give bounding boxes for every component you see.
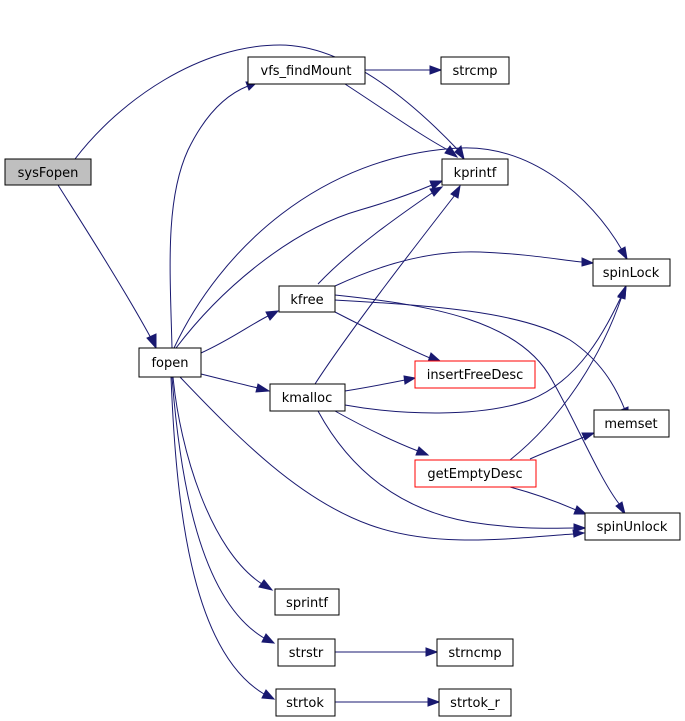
node-sysfopen-label: sysFopen [18, 166, 79, 181]
edge-getemptydesc-spinunlock [509, 486, 588, 515]
node-kmalloc-label: kmalloc [282, 391, 332, 406]
node-sprintf[interactable]: sprintf [274, 588, 340, 616]
edge-kfree-kprintf [317, 186, 444, 285]
edge-fopen-kfree [200, 310, 280, 354]
node-strtok-label: strtok [286, 696, 324, 711]
node-kmalloc[interactable]: kmalloc [269, 383, 346, 412]
node-strtok-r[interactable]: strtok_r [438, 688, 512, 717]
node-vfs-findmount[interactable]: vfs_findMount [247, 56, 366, 85]
edge-kmalloc-insertfreedesc [344, 375, 417, 392]
node-kprintf-label: kprintf [454, 166, 497, 181]
node-spinlock[interactable]: spinLock [592, 258, 671, 287]
node-insertfreedesc[interactable]: insertFreeDesc [414, 360, 536, 389]
node-strstr-label: strstr [289, 646, 324, 661]
edge-kmalloc-spinlock [344, 284, 627, 414]
edge-kfree-spinlock [334, 251, 595, 287]
node-strcmp[interactable]: strcmp [440, 56, 510, 85]
edge-sysfopen-fopen [57, 184, 157, 350]
node-strstr[interactable]: strstr [277, 638, 336, 667]
edge-fopen-kprintf [175, 180, 444, 349]
edge-fopen-spinunlock [179, 376, 586, 541]
node-getemptydesc-label: getEmptyDesc [427, 467, 522, 482]
edge-fopen-sprintf [172, 376, 274, 591]
edge-vfsfindmount-strcmp [365, 65, 443, 75]
edge-sysfopen-kprintf [74, 44, 465, 161]
node-getemptydesc[interactable]: getEmptyDesc [414, 459, 537, 488]
edge-kfree-spinunlock [334, 294, 626, 516]
edge-getemptydesc-memset [529, 432, 596, 460]
edge-fopen-vfsfindmount [169, 81, 259, 349]
node-spinunlock-label: spinUnlock [597, 520, 668, 535]
edge-vfsfindmount-kprintf [344, 83, 459, 158]
edge-kfree-memset [334, 299, 629, 422]
edges [57, 44, 629, 707]
edge-kmalloc-getemptydesc [334, 410, 430, 456]
node-fopen[interactable]: fopen [138, 347, 202, 378]
node-fopen-label: fopen [151, 356, 188, 371]
edge-fopen-spinlock [173, 147, 628, 349]
node-kfree[interactable]: kfree [278, 285, 336, 313]
edge-fopen-strstr [171, 376, 276, 644]
node-strncmp[interactable]: strncmp [436, 638, 514, 667]
node-strtok-r-label: strtok_r [450, 696, 500, 711]
edge-kfree-insertfreedesc [334, 311, 442, 363]
edge-fopen-strtok [170, 376, 276, 700]
edge-strtok-strtokr [335, 697, 441, 707]
node-sprintf-label: sprintf [286, 596, 328, 611]
node-sysfopen[interactable]: sysFopen [4, 158, 92, 186]
node-insertfreedesc-label: insertFreeDesc [427, 368, 524, 383]
node-strcmp-label: strcmp [453, 64, 498, 79]
edge-kmalloc-spinunlock [317, 410, 587, 533]
node-vfs-findmount-label: vfs_findMount [261, 64, 352, 79]
node-memset-label: memset [604, 417, 657, 432]
edge-getemptydesc-spinlock [509, 284, 627, 461]
node-strncmp-label: strncmp [448, 646, 501, 661]
node-strtok[interactable]: strtok [275, 688, 336, 717]
node-spinlock-label: spinLock [603, 266, 660, 281]
node-kprintf[interactable]: kprintf [441, 158, 509, 186]
node-memset[interactable]: memset [593, 409, 670, 438]
nodes: sysFopen vfs_findMount strcmp kprintf sp… [4, 56, 681, 717]
node-kfree-label: kfree [290, 293, 323, 308]
node-spinunlock[interactable]: spinUnlock [584, 512, 681, 541]
edge-fopen-kmalloc [200, 373, 271, 393]
edge-strstr-strncmp [335, 647, 439, 657]
edge-kmalloc-kprintf [314, 184, 461, 385]
